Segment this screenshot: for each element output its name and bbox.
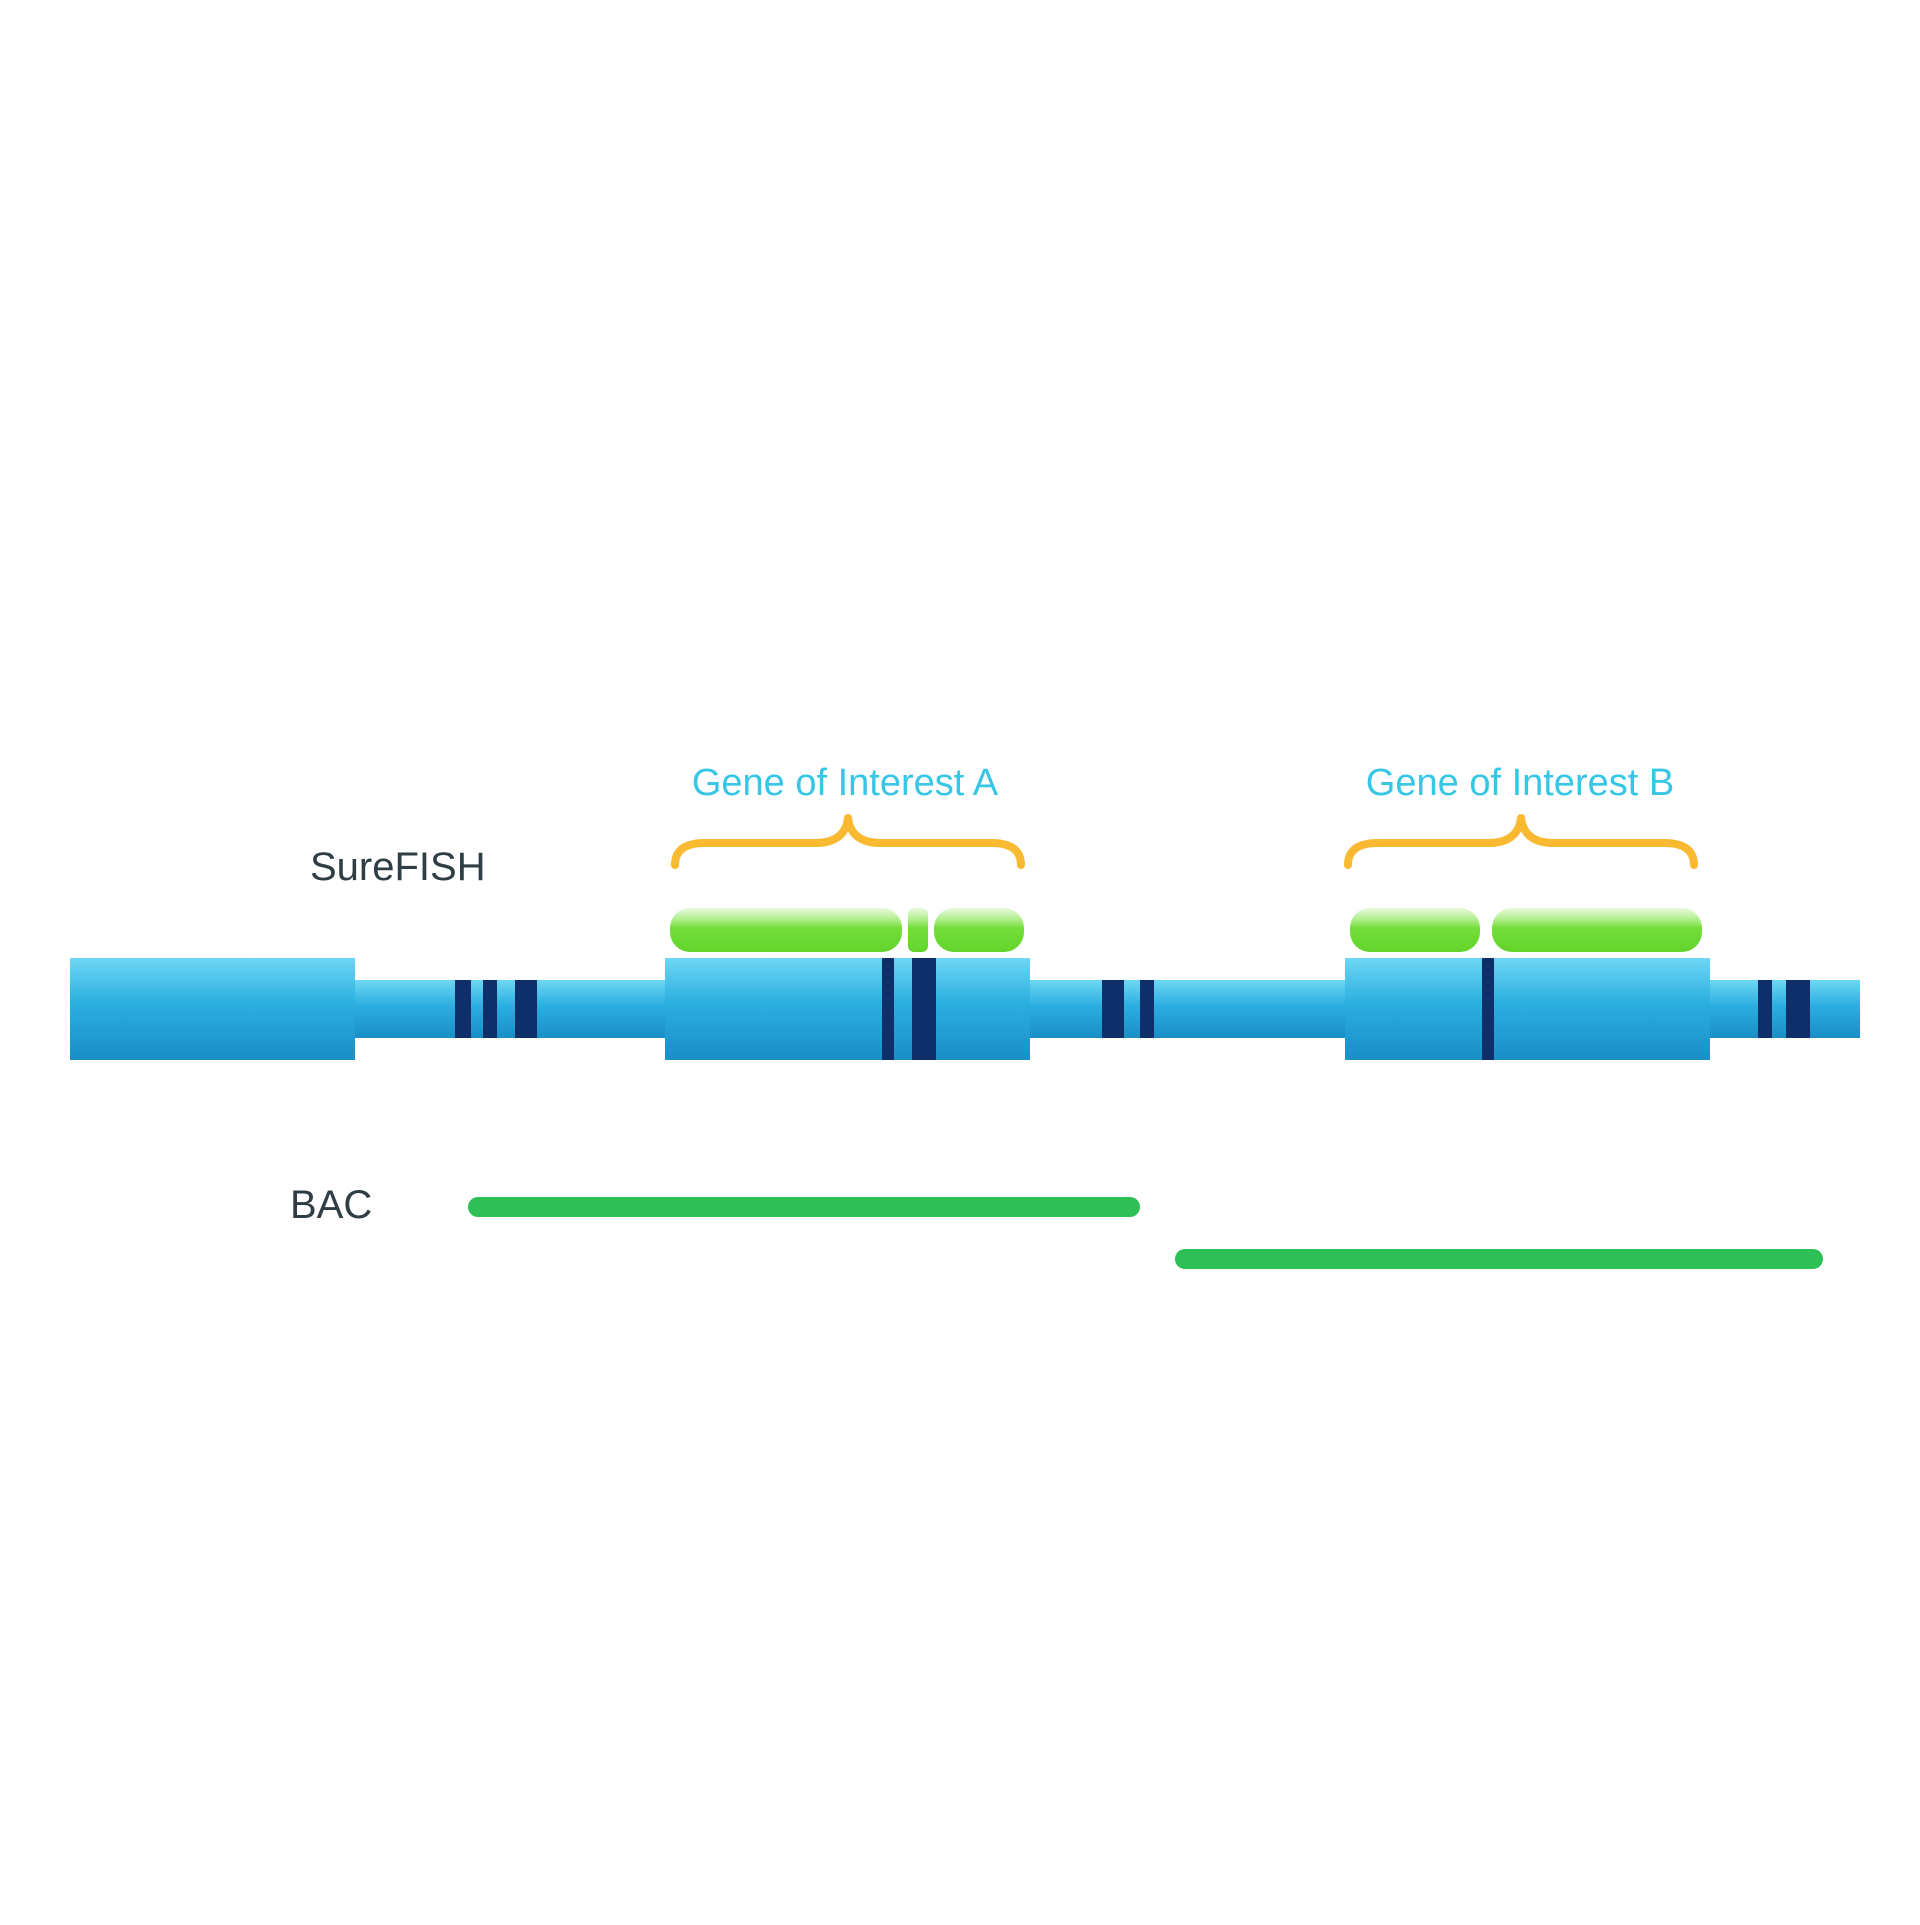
chromosome-segment-1 (70, 958, 355, 1060)
chromosome-segment-4 (1030, 980, 1345, 1038)
gene-b-label: Gene of Interest B (1366, 762, 1674, 804)
gene-a-label: Gene of Interest A (692, 762, 999, 804)
probe-a-segment-3 (934, 908, 1024, 952)
chromosome-band (515, 980, 537, 1038)
chromosome-band (1482, 958, 1494, 1060)
gene-a-brace (671, 814, 1025, 869)
surefish-label: SureFISH (310, 845, 486, 889)
chromosome-segment-3 (665, 958, 1030, 1060)
probe-b-segment-2 (1492, 908, 1702, 952)
chromosome-band (1758, 980, 1772, 1038)
chromosome (70, 958, 1860, 1060)
gene-b-brace (1344, 814, 1698, 869)
bac-label: BAC (290, 1183, 372, 1227)
chromosome-band (455, 980, 471, 1038)
chromosome-band (1786, 980, 1810, 1038)
chromosome-band (1102, 980, 1124, 1038)
chromosome-band (483, 980, 497, 1038)
chromosome-band (912, 958, 936, 1060)
bac-probe-2 (1175, 1249, 1823, 1269)
chromosome-band (882, 958, 894, 1060)
chromosome-segment-5 (1345, 958, 1710, 1060)
probe-a-segment-2 (908, 908, 928, 952)
bac-probe-1 (468, 1197, 1140, 1217)
chromosome-segment-6 (1710, 980, 1860, 1038)
probe-a-segment-1 (670, 908, 902, 952)
chromosome-band (1140, 980, 1154, 1038)
chromosome-segment-2 (355, 980, 665, 1038)
probe-b-segment-1 (1350, 908, 1480, 952)
